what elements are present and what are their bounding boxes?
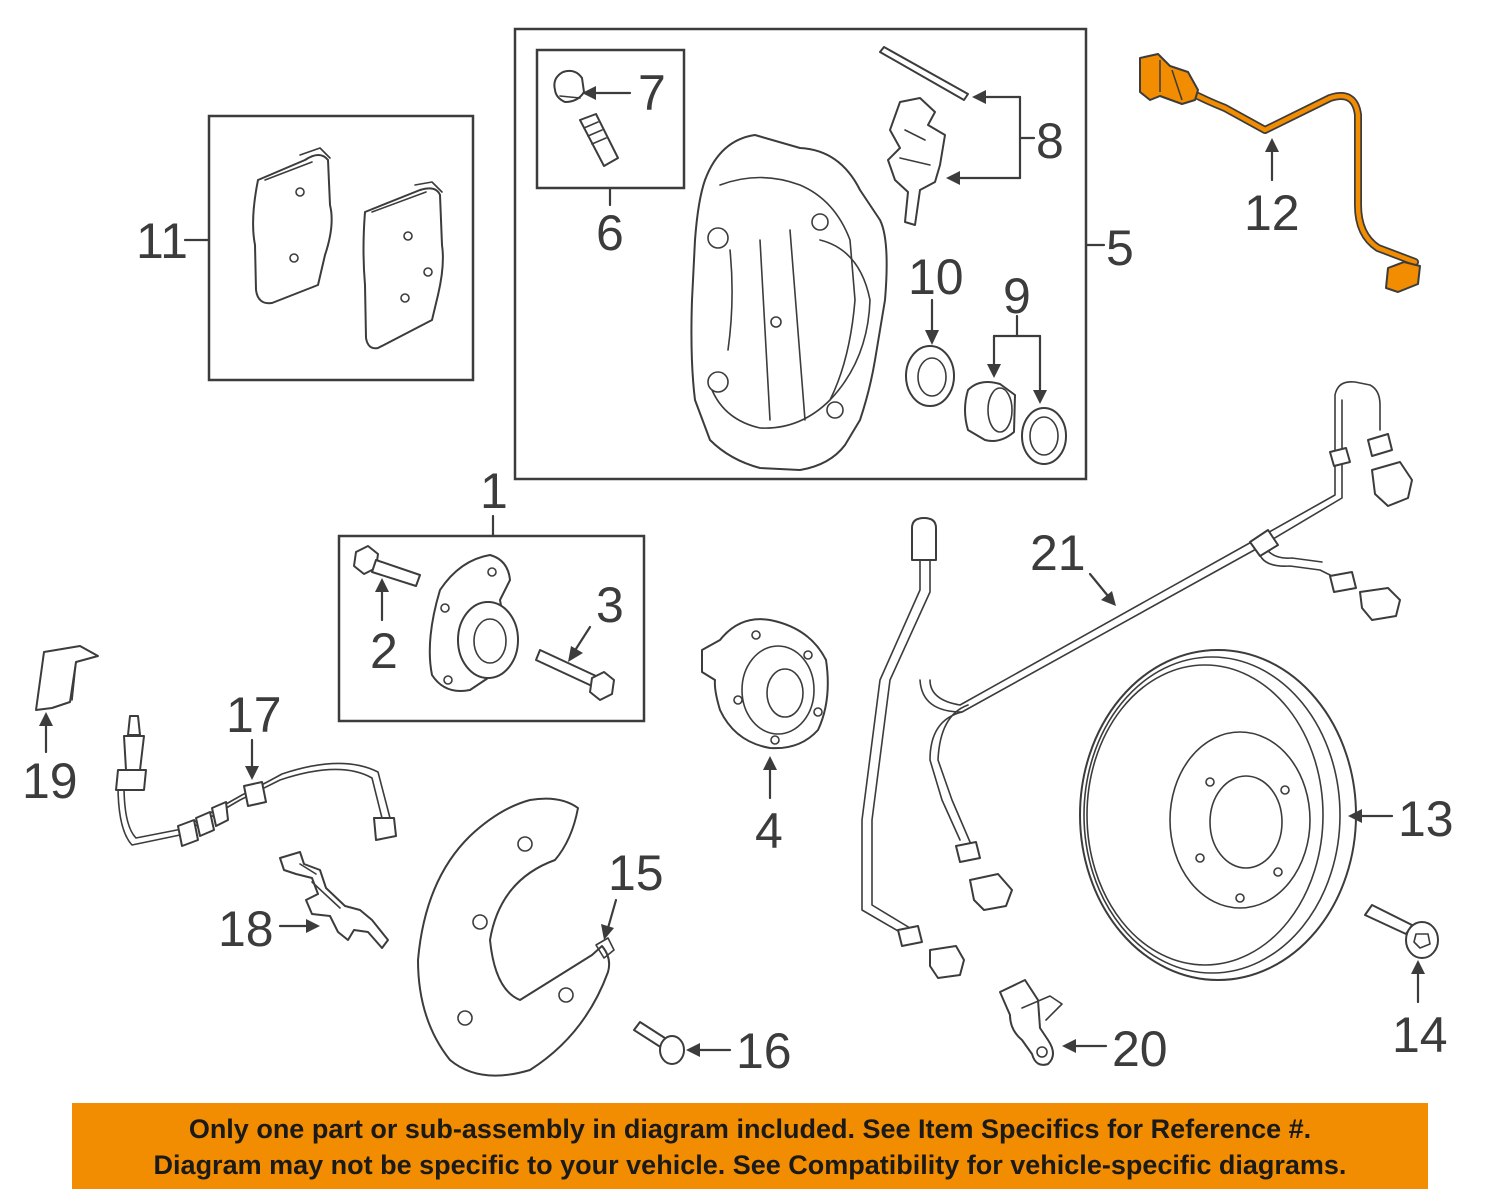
wear-sensor-highlighted — [1139, 53, 1421, 293]
disclaimer-line-2: Diagram may not be specific to your vehi… — [153, 1150, 1347, 1180]
wheel-hub-group — [701, 618, 829, 800]
wheel-speed-sensor — [999, 979, 1054, 1066]
splash-shield-group — [417, 797, 618, 1077]
abs-connector-bottom — [897, 925, 965, 979]
abs-harness-group — [861, 380, 1413, 979]
bleeder-screw — [579, 113, 619, 167]
bleeder-cap — [553, 69, 585, 103]
piston-seal — [905, 345, 955, 407]
callout-8: 8 — [1036, 113, 1064, 169]
dust-boot — [1021, 407, 1067, 465]
wear-sensor-tip — [1385, 261, 1421, 293]
hub-bearing-box — [337, 534, 646, 723]
callout-18: 18 — [218, 901, 274, 957]
hose-bracket-group — [278, 851, 389, 949]
abs-connector-top — [1367, 433, 1413, 507]
callout-12: 12 — [1244, 185, 1300, 241]
callout-11: 11 — [136, 213, 188, 269]
callout-15: 15 — [608, 845, 664, 901]
callout-16: 16 — [736, 1023, 792, 1079]
brake-caliper — [690, 134, 888, 471]
abs-connector-right — [1329, 571, 1401, 621]
wear-sensor-connector — [1139, 53, 1199, 105]
brake-pad-right — [362, 187, 444, 350]
callout-17: 17 — [226, 687, 282, 743]
wear-sensor-wire — [1186, 88, 1419, 266]
splash-shield — [417, 797, 611, 1077]
caliper-box — [513, 27, 1088, 481]
hose-bracket — [279, 851, 389, 949]
callout-2: 2 — [370, 623, 398, 679]
callout-4: 4 — [755, 803, 783, 859]
callout-21: 21 — [1030, 525, 1086, 581]
hub-bearing-group — [337, 514, 646, 723]
callout-14: 14 — [1392, 1007, 1448, 1063]
caliper-assembly-group — [513, 27, 1106, 481]
harness-end-cap — [911, 517, 937, 561]
callout-9: 9 — [1003, 268, 1031, 324]
caliper-piston — [964, 381, 1016, 442]
callout-19: 19 — [22, 753, 78, 809]
small-shield — [35, 645, 99, 711]
retaining-pin — [879, 46, 969, 101]
callout-7: 7 — [638, 65, 666, 121]
brake-hose-group — [115, 715, 397, 847]
abs-connector-mid — [955, 841, 1013, 911]
callout-3: 3 — [596, 577, 624, 633]
brake-pads-group — [183, 114, 475, 382]
hub-bolt-lower — [535, 649, 597, 687]
brake-pad-left — [252, 154, 333, 305]
callout-13: 13 — [1398, 791, 1454, 847]
callout-1: 1 — [480, 463, 508, 519]
disclaimer-line-1: Only one part or sub-assembly in diagram… — [188, 1114, 1312, 1144]
speed-sensor-group — [999, 979, 1108, 1066]
callout-6: 6 — [596, 205, 624, 261]
shield-bolt-group — [633, 1021, 732, 1065]
abs-harness-line — [861, 559, 931, 936]
brake-rotor — [1079, 649, 1357, 981]
brake-pads-box — [207, 114, 475, 382]
brake-parts-diagram: 11 — [22, 27, 1454, 1079]
disclaimer-banner: Only one part or sub-assembly in diagram… — [72, 1103, 1428, 1189]
callout-5: 5 — [1106, 220, 1134, 276]
wheel-hub — [701, 618, 829, 750]
callout-20: 20 — [1112, 1021, 1168, 1077]
rotor-screw-group — [1364, 904, 1439, 1004]
brake-rotor-group — [1079, 649, 1394, 981]
rotor-screw — [1364, 904, 1413, 935]
small-shield-group — [35, 645, 99, 754]
callout-10: 10 — [908, 249, 964, 305]
